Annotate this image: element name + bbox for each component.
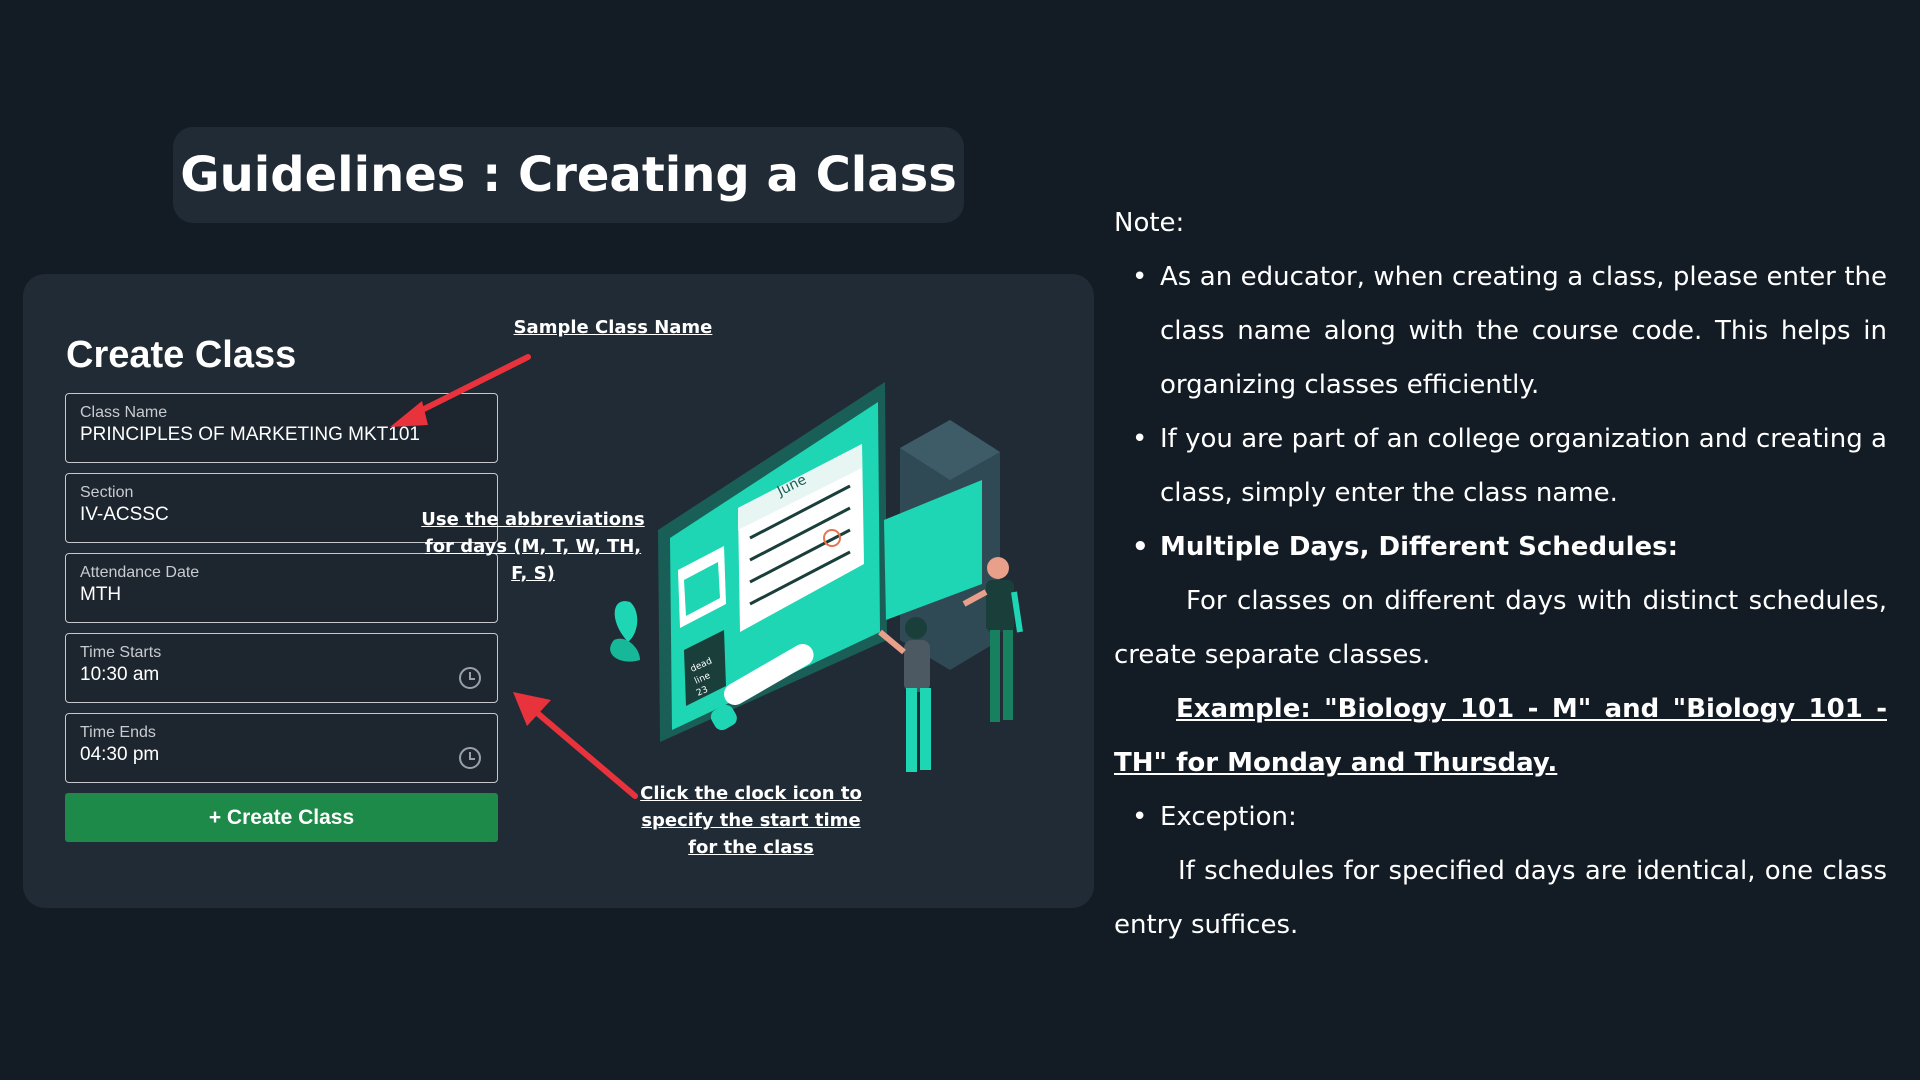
abbreviations-annotation: Use the abbreviations for days (M, T, W,… [393, 506, 673, 587]
note-bullet-educator: As an educator, when creating a class, p… [1114, 250, 1887, 412]
note-label: Note: [1114, 208, 1185, 238]
time-ends-value: 04:30 pm [80, 744, 160, 765]
class-name-label: Class Name [80, 404, 168, 421]
illustration-image: June dead line 23 [610, 382, 1023, 772]
class-name-value: PRINCIPLES OF MARKETING MKT101 [80, 424, 420, 445]
title-banner: Guidelines : Creating a Class [173, 127, 964, 223]
time-starts-value: 10:30 am [80, 664, 160, 685]
class-name-field[interactable]: Class Name PRINCIPLES OF MARKETING MKT10… [65, 393, 498, 463]
section-value: IV-ACSSC [80, 504, 169, 525]
clock-hint-line-2: specify the start time [641, 810, 861, 831]
note-multiple-days-text: For classes on different days with disti… [1114, 586, 1887, 670]
abbreviations-line-2: for days (M, T, W, TH, [424, 536, 642, 557]
card-heading: Create Class [66, 334, 297, 376]
time-ends-field[interactable]: Time Ends 04:30 pm [65, 713, 498, 783]
time-ends-label: Time Ends [80, 724, 156, 741]
arrow-icon [513, 692, 638, 799]
note-bullet-multiple-days: Multiple Days, Different Schedules: [1114, 520, 1887, 574]
time-starts-label: Time Starts [80, 644, 162, 661]
abbreviations-line-1: Use the abbreviations [421, 509, 645, 530]
notes-list-exception: Exception: [1114, 790, 1887, 844]
attendance-date-label: Attendance Date [80, 564, 200, 581]
note-bullet-organization: If you are part of an college organizati… [1114, 412, 1887, 520]
note-bullet-exception: Exception: [1114, 790, 1887, 844]
sample-class-name-annotation: Sample Class Name [513, 317, 713, 338]
clock-icon[interactable] [459, 667, 481, 689]
clock-hint-line-1: Click the clock icon to [640, 783, 862, 804]
note-exception-text: If schedules for specified days are iden… [1114, 856, 1887, 940]
create-class-button[interactable]: + Create Class [65, 793, 498, 842]
attendance-date-value: MTH [80, 584, 122, 605]
section-field[interactable]: Section IV-ACSSC [65, 473, 498, 543]
note-example: Example: "Biology 101 - M" and "Biology … [1114, 694, 1887, 778]
clock-icon[interactable] [459, 747, 481, 769]
attendance-date-field[interactable]: Attendance Date MTH [65, 553, 498, 623]
clock-hint-annotation: Click the clock icon to specify the star… [605, 780, 897, 861]
time-starts-field[interactable]: Time Starts 10:30 am [65, 633, 498, 703]
notes-list: As an educator, when creating a class, p… [1114, 250, 1887, 574]
notes-panel: Note: As an educator, when creating a cl… [1114, 196, 1887, 952]
section-label: Section [80, 484, 134, 501]
clock-hint-line-3: for the class [688, 837, 814, 858]
abbreviations-line-3: F, S) [511, 563, 555, 584]
arrow-icon [390, 354, 531, 427]
deadline-note-line-3: 23 [695, 685, 710, 699]
page-title: Guidelines : Creating a Class [180, 147, 957, 203]
